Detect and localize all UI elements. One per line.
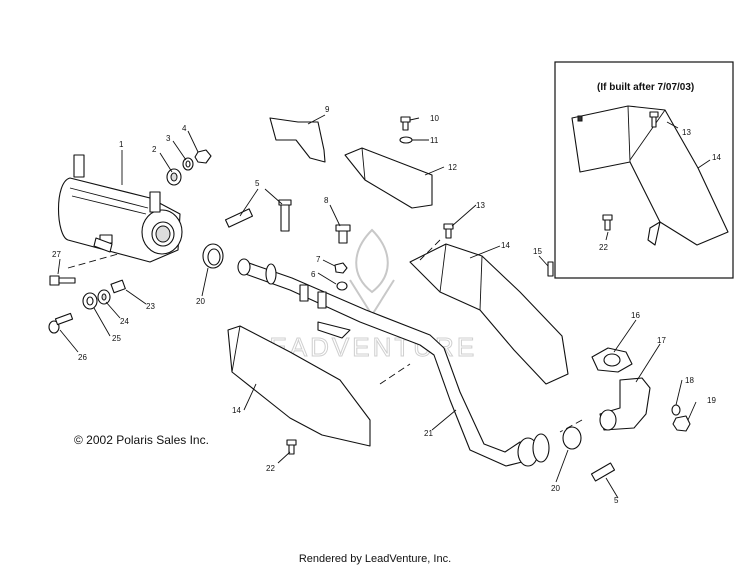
screw-13 <box>443 223 454 239</box>
screw-22 <box>286 439 297 455</box>
elbow-17 <box>599 377 651 431</box>
washer-24 <box>97 289 111 305</box>
callout-20-upper: 20 <box>196 297 205 306</box>
callout-10: 10 <box>430 114 439 123</box>
callout-2: 2 <box>152 145 157 154</box>
callout-12: 12 <box>448 163 457 172</box>
gasket-20b <box>562 426 582 450</box>
spring-5a <box>224 208 254 228</box>
gasket-20a <box>202 243 224 269</box>
callout-27: 27 <box>52 250 61 259</box>
bolt-27 <box>49 275 76 286</box>
washer-6 <box>336 281 348 291</box>
bracket-9 <box>269 117 326 163</box>
screw-10 <box>400 116 411 131</box>
callout-22-lower: 22 <box>266 464 275 473</box>
heat-shield-14-upper <box>409 243 569 385</box>
callout-20-lower: 20 <box>551 484 560 493</box>
callout-13: 13 <box>476 201 485 210</box>
callout-5-lower: 5 <box>614 496 619 505</box>
callout-18: 18 <box>685 376 694 385</box>
washer-2 <box>166 168 182 186</box>
heat-shield-14-lower <box>227 325 371 447</box>
callout-9: 9 <box>325 105 330 114</box>
callout-24: 24 <box>120 317 129 326</box>
inset-box: (If built after 7/07/03) <box>554 61 734 279</box>
callout-14-lower: 14 <box>232 406 241 415</box>
stud-8 <box>335 224 351 244</box>
washer-11 <box>399 136 413 144</box>
spacer-23 <box>110 279 126 294</box>
bolt-26 <box>48 312 74 334</box>
muffler <box>57 154 183 263</box>
copyright-notice: © 2002 Polaris Sales Inc. <box>74 433 209 447</box>
inset-screw-13 <box>649 111 659 128</box>
callout-17: 17 <box>657 336 666 345</box>
callout-8: 8 <box>324 196 329 205</box>
callout-5-upper: 5 <box>255 179 260 188</box>
callout-26: 26 <box>78 353 87 362</box>
grommet-25 <box>82 292 98 310</box>
callout-15: 15 <box>533 247 542 256</box>
inset-heat-shield <box>571 105 729 246</box>
callout-labels: 1 2 3 4 5 9 10 11 12 8 13 7 6 14 15 13 1… <box>52 105 721 505</box>
callout-7: 7 <box>316 255 321 264</box>
gasket-16 <box>591 347 633 373</box>
inset-screw-22 <box>602 214 613 231</box>
callout-4: 4 <box>182 124 187 133</box>
spring-5b <box>278 199 292 232</box>
callout-13-inset: 13 <box>682 128 691 137</box>
inset-title: (If built after 7/07/03) <box>597 82 694 93</box>
nut-19 <box>672 415 691 432</box>
callout-11: 11 <box>430 136 439 145</box>
spring-5c <box>590 462 616 482</box>
nut-7 <box>334 262 348 274</box>
callout-25: 25 <box>112 334 121 343</box>
callout-19: 19 <box>707 396 716 405</box>
footer-credit: Rendered by LeadVenture, Inc. <box>298 553 452 565</box>
callout-1: 1 <box>119 140 124 149</box>
clip-15 <box>547 261 554 277</box>
leader-lines <box>57 114 697 499</box>
callout-3: 3 <box>166 134 171 143</box>
washer-18 <box>671 404 681 416</box>
callout-14-middle: 14 <box>501 241 510 250</box>
nut-4 <box>194 149 212 164</box>
washer-3 <box>182 157 194 171</box>
callout-23: 23 <box>146 302 155 311</box>
callout-6: 6 <box>311 270 316 279</box>
callout-21: 21 <box>424 429 433 438</box>
callout-22-inset: 22 <box>599 243 608 252</box>
callout-16: 16 <box>631 311 640 320</box>
callout-14-inset: 14 <box>712 153 721 162</box>
exhaust-pipe-21 <box>237 258 550 467</box>
bracket-12 <box>344 147 433 209</box>
